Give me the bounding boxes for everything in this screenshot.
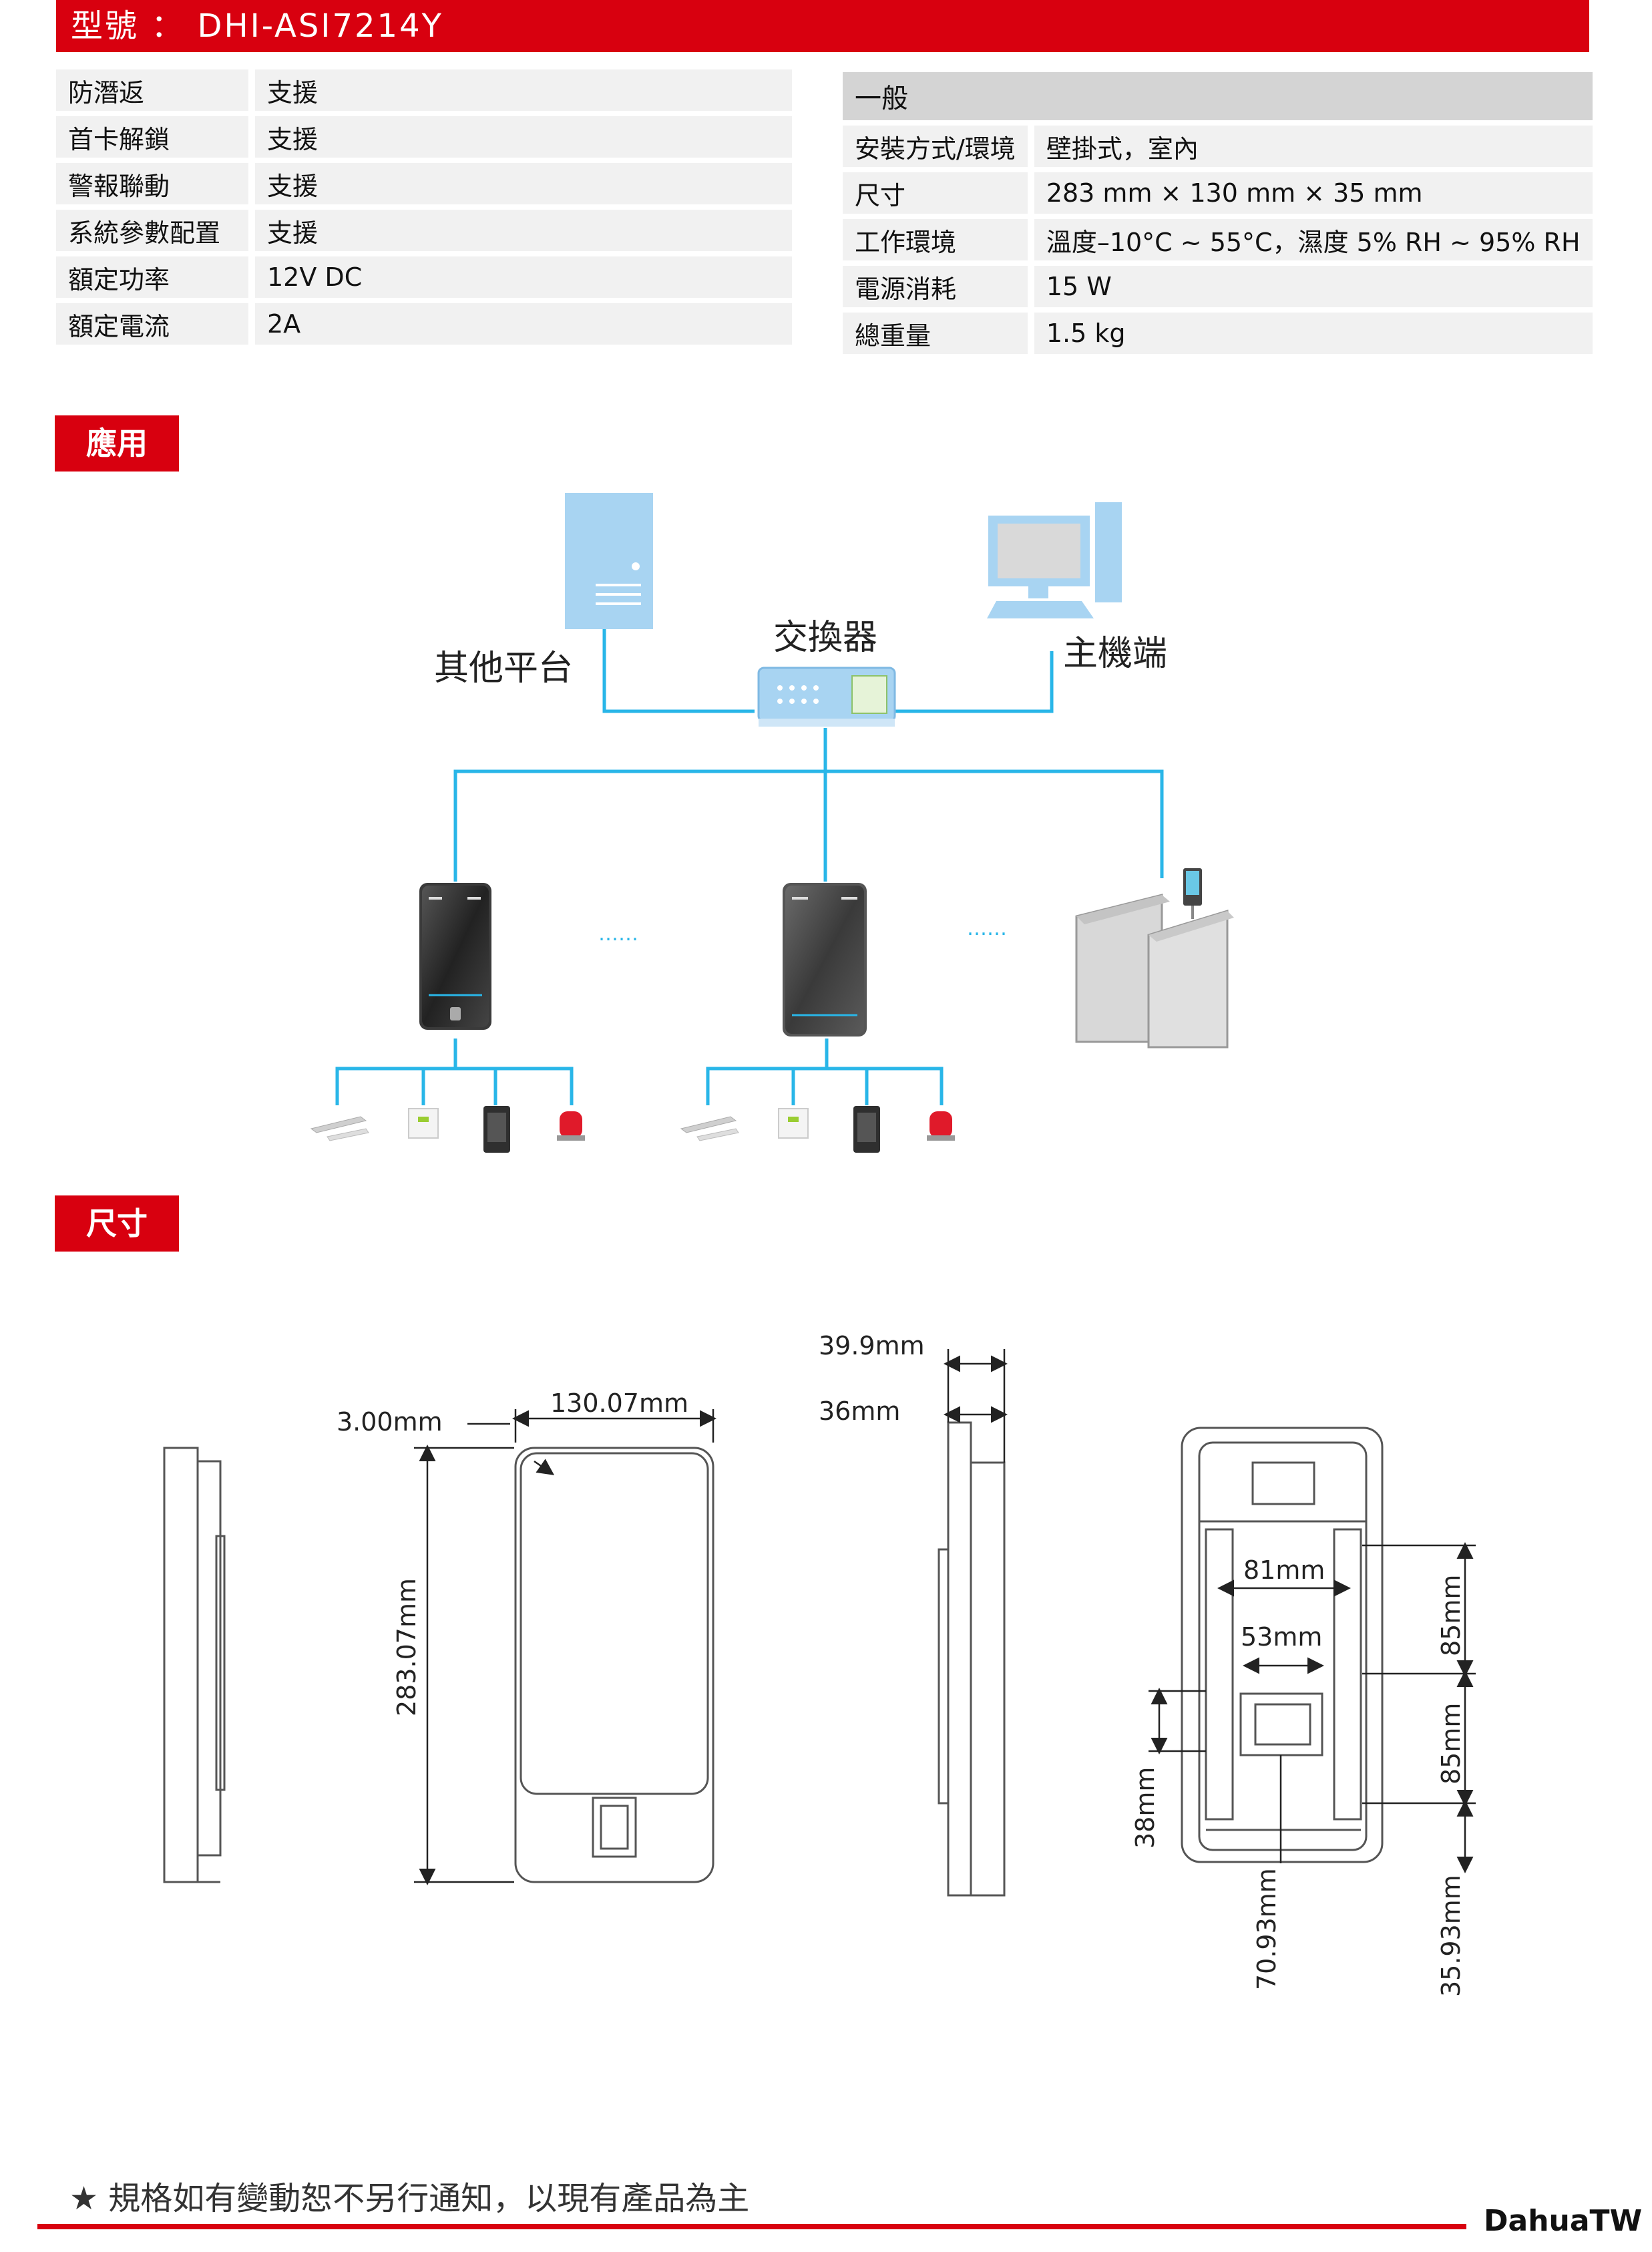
alarm-siren-icon xyxy=(927,1111,955,1141)
spec-value: 15 W xyxy=(1034,266,1593,307)
host-computer-icon xyxy=(987,502,1122,618)
table-header-row: 一般 xyxy=(843,72,1593,120)
network-diagram: 其他平台 交換器 主機端 …… …… xyxy=(310,493,1234,1153)
alarm-siren-icon xyxy=(557,1111,585,1141)
card-reader-icon xyxy=(853,1106,880,1153)
dimension-drawing: 3.00mm 130.07mm 283.07mm 39.9mm 36mm 81m… xyxy=(163,1331,1476,1997)
access-terminal-icon xyxy=(419,883,491,1030)
dim-height: 283.07mm xyxy=(392,1578,421,1716)
spec-key: 電源消耗 xyxy=(843,266,1034,307)
ellipsis-1: …… xyxy=(598,922,638,946)
network-switch-icon xyxy=(757,667,896,727)
door-lock-icon xyxy=(680,1116,739,1141)
spec-key: 工作環境 xyxy=(843,219,1034,260)
spec-key: 首卡解鎖 xyxy=(56,116,255,158)
table-row: 安裝方式/環境壁掛式，室內 xyxy=(843,126,1593,167)
table-heading: 一般 xyxy=(843,72,1593,120)
spec-value: 支援 xyxy=(255,116,792,158)
spec-value: 溫度–10°C ~ 55°C，濕度 5% RH ~ 95% RH xyxy=(1034,219,1593,260)
label-other-platform: 其他平台 xyxy=(434,648,573,689)
server-icon xyxy=(565,493,653,629)
spec-value: 壁掛式，室內 xyxy=(1034,126,1593,167)
section-tag-application: 應用 xyxy=(55,415,179,472)
exit-button-icon xyxy=(778,1108,809,1139)
dim-depth-total: 39.9mm xyxy=(819,1331,925,1360)
spec-key: 安裝方式/環境 xyxy=(843,126,1034,167)
spec-key: 額定電流 xyxy=(56,303,255,345)
section-tag-dimensions: 尺寸 xyxy=(55,1195,179,1252)
spec-value: 283 mm × 130 mm × 35 mm xyxy=(1034,172,1593,214)
spec-value: 1.5 kg xyxy=(1034,313,1593,354)
footnote: ★ 規格如有變動恕不另行通知，以現有產品為主 xyxy=(69,2180,750,2217)
spec-value: 支援 xyxy=(255,69,792,111)
label-host: 主機端 xyxy=(1063,634,1167,674)
spec-value: 支援 xyxy=(255,210,792,251)
model-title: 型號 ： DHI-ASI7214Y xyxy=(71,7,443,45)
spec-key: 防潛返 xyxy=(56,69,255,111)
table-row: 首卡解鎖支援 xyxy=(56,116,792,158)
dim-hole-h1: 85mm xyxy=(1436,1575,1466,1656)
ellipsis-2: …… xyxy=(967,917,1007,940)
spec-key: 警報聯動 xyxy=(56,163,255,204)
spec-value: 12V DC xyxy=(255,256,792,298)
dim-hole-h2: 85mm xyxy=(1436,1703,1466,1785)
access-terminal-icon xyxy=(783,883,867,1037)
table-row: 工作環境溫度–10°C ~ 55°C，濕度 5% RH ~ 95% RH xyxy=(843,219,1593,260)
dim-hole-w2: 53mm xyxy=(1241,1622,1322,1652)
dim-depth: 36mm xyxy=(819,1396,900,1426)
dim-hole-w1: 81mm xyxy=(1243,1555,1325,1585)
spec-key: 尺寸 xyxy=(843,172,1034,214)
spec-key: 系統參數配置 xyxy=(56,210,255,251)
spec-key: 額定功率 xyxy=(56,256,255,298)
dim-width: 130.07mm xyxy=(550,1388,688,1418)
dim-edge: 3.00mm xyxy=(337,1407,443,1437)
dim-hole-b1: 38mm xyxy=(1130,1767,1160,1849)
table-row: 防潛返支援 xyxy=(56,69,792,111)
table-row: 系統參數配置支援 xyxy=(56,210,792,251)
dim-hole-h3: 35.93mm xyxy=(1436,1875,1466,1997)
table-row: 警報聯動支援 xyxy=(56,163,792,204)
model-header: 型號 ： DHI-ASI7214Y xyxy=(56,0,1589,52)
spec-key: 總重量 xyxy=(843,313,1034,354)
exit-button-icon xyxy=(408,1108,439,1139)
dim-hole-b2: 70.93mm xyxy=(1252,1868,1281,1990)
footer-divider xyxy=(37,2224,1466,2229)
turnstile-gate-icon xyxy=(1075,868,1234,1049)
spec-value: 支援 xyxy=(255,163,792,204)
spec-value: 2A xyxy=(255,303,792,345)
label-switch: 交換器 xyxy=(773,618,877,658)
door-lock-icon xyxy=(310,1116,369,1141)
brand-label: DahuaTW xyxy=(1484,2204,1643,2238)
card-reader-icon xyxy=(483,1106,510,1153)
